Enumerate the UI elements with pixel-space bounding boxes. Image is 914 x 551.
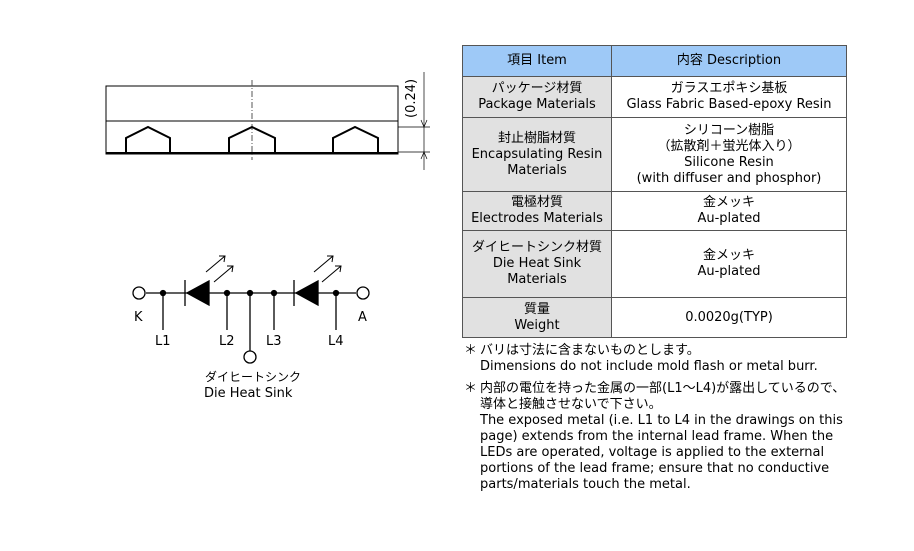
circuit-diagram <box>132 255 370 364</box>
light-emission-arrows <box>205 255 342 283</box>
led-diode-1 <box>185 279 210 307</box>
desc-cell: シリコーン樹脂（拡散剤＋蛍光体入り）Silicone Resin(with di… <box>611 117 847 192</box>
desc-cell: 0.0020g(TYP) <box>611 297 847 338</box>
note-2: ＊ 内部の電位を持った金属の一部(L1～L4)が露出しているので、導体と接触させ… <box>464 381 846 492</box>
label-k: K <box>134 310 143 325</box>
header-item: 項目 Item <box>462 45 612 77</box>
led-diode-2 <box>294 279 319 307</box>
dimension-label: (0.24) <box>404 78 419 118</box>
label-die-jp: ダイヒートシンク <box>205 370 302 384</box>
label-l2: L2 <box>219 334 235 349</box>
note-1: ＊ バリは寸法に含まないものとします。Dimensions do not inc… <box>464 343 818 374</box>
label-l4: L4 <box>328 334 344 349</box>
notes: ＊ バリは寸法に含まないものとします。Dimensions do not inc… <box>464 343 845 499</box>
label-die-en: Die Heat Sink <box>204 386 293 401</box>
label-l1: L1 <box>155 334 171 349</box>
label-a: A <box>358 310 367 325</box>
label-l3: L3 <box>266 334 282 349</box>
header-description: 内容 Description <box>611 45 847 77</box>
package-side-view <box>105 72 430 170</box>
